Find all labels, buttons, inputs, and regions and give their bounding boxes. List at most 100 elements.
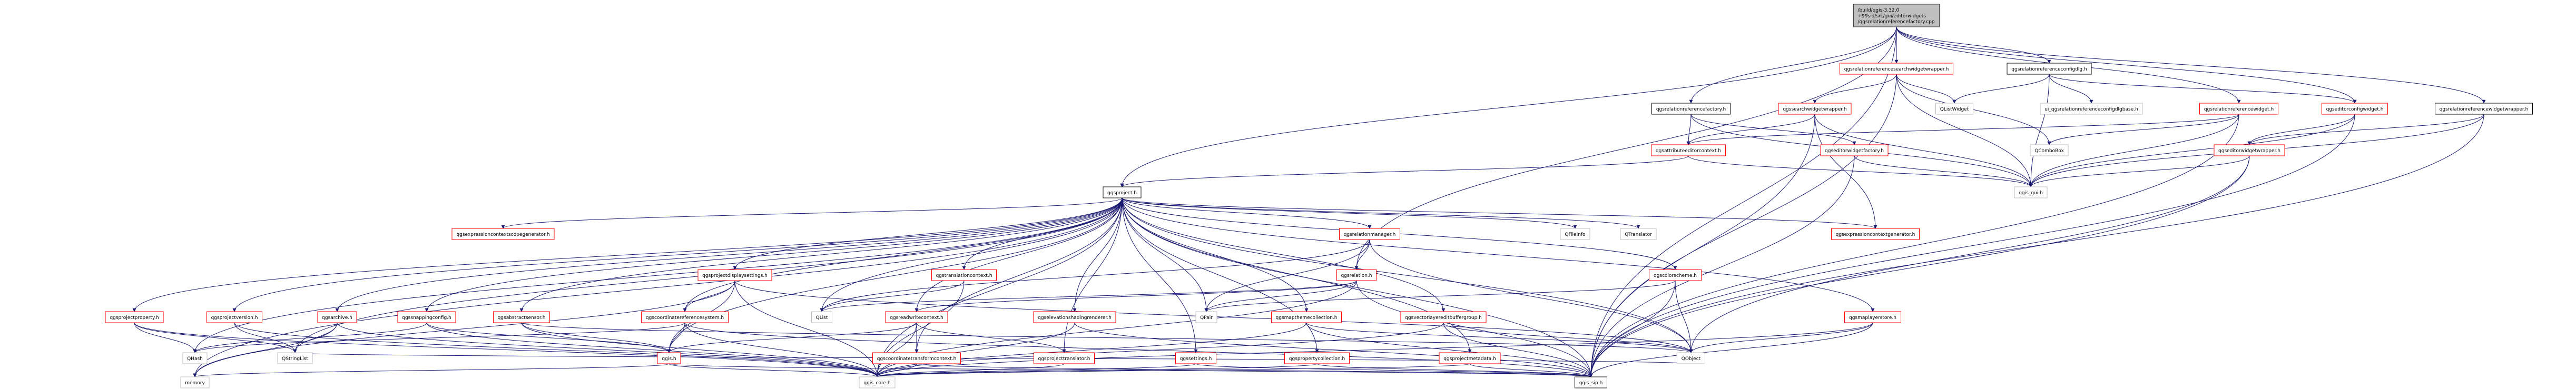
- node-project[interactable]: qgsproject.h: [1103, 186, 1142, 198]
- node-box: [657, 352, 681, 364]
- edge-projmeta-to-qgissip: [1469, 363, 1593, 377]
- node-settings[interactable]: qgssettings.h: [1175, 352, 1216, 364]
- node-memory[interactable]: memory: [180, 376, 210, 388]
- node-box: [872, 352, 961, 364]
- node-label: qgsattributeeditorcontext.h: [1656, 148, 1721, 154]
- node-projtrans[interactable]: qgsprojecttranslator.h: [1034, 352, 1095, 364]
- node-qpair[interactable]: QPair: [1195, 311, 1217, 323]
- node-ewwrap[interactable]: qgseditorwidgetwrapper.h: [2214, 144, 2285, 156]
- edge-qgis-to-qgiscore: [668, 363, 879, 377]
- edge-project-to-archive: [335, 197, 1123, 312]
- node-rrfactory[interactable]: qgsrelationreferencefactory.h: [1651, 103, 1731, 115]
- node-swwrap[interactable]: qgssearchwidgetwrapper.h: [1778, 103, 1852, 115]
- node-qtranslator[interactable]: QTranslator: [1620, 228, 1657, 240]
- node-qgiscore[interactable]: qgis_core.h: [859, 376, 896, 388]
- node-relation[interactable]: qgsrelation.h: [1336, 269, 1377, 281]
- node-projver[interactable]: qgsprojectversion.h: [207, 311, 262, 323]
- edge-relmgr-to-qobject: [1369, 239, 1693, 353]
- node-vlebg[interactable]: qgsvectorlayereditbuffergroup.h: [1400, 311, 1487, 323]
- edge-swwrap-to-aectx: [1686, 114, 1815, 145]
- node-colorscheme[interactable]: qgscolorscheme.h: [1649, 269, 1702, 281]
- edge-relmgr-to-qpair: [1204, 239, 1370, 312]
- node-label: qgsrelationreferencesearchwidgetwrapper.…: [1844, 67, 1949, 72]
- node-crs[interactable]: qgscoordinatereferencesystem.h: [641, 311, 729, 323]
- node-qstringlist[interactable]: QStringList: [277, 352, 313, 364]
- node-archive[interactable]: qgsarchive.h: [317, 311, 357, 323]
- edge-rrwidget-to-qgissip: [1589, 114, 2239, 377]
- node-label: qgseditorwidgetfactory.h: [1825, 148, 1884, 154]
- node-qobject[interactable]: QObject: [1677, 352, 1705, 364]
- node-label: qgis.h: [662, 356, 676, 362]
- node-qgissip[interactable]: qgis_sip.h: [1575, 376, 1607, 388]
- node-box: [1677, 352, 1705, 364]
- edge-crs-to-qhash: [193, 322, 685, 353]
- node-transctx[interactable]: qgstranslationcontext.h: [931, 269, 997, 281]
- edge-settings-to-qgiscore: [875, 363, 1196, 377]
- node-ecsg[interactable]: qgsexpressioncontextscopegenerator.h: [451, 228, 555, 240]
- node-box: [2199, 103, 2278, 115]
- edge-layer: [132, 26, 2486, 377]
- edge-projver-to-qstringlist: [234, 322, 297, 353]
- node-qhash[interactable]: QHash: [182, 352, 208, 364]
- edge-project-to-vlebg: [1122, 197, 1446, 312]
- node-label: QList: [816, 315, 828, 321]
- node-snapcfg[interactable]: qgssnappingconfig.h: [397, 311, 456, 323]
- edge-rrwidget-to-qgisgui: [2029, 114, 2239, 187]
- node-pds[interactable]: qgsprojectdisplaysettings.h: [697, 269, 772, 281]
- node-root[interactable]: /build/qgis-3.32.0+99sid/src/gui/editorw…: [1853, 4, 1940, 27]
- node-qlistwidget[interactable]: QListWidget: [1935, 103, 1973, 115]
- node-qgis[interactable]: qgis.h: [657, 352, 681, 364]
- node-mls[interactable]: qgsmaplayerstore.h: [1844, 311, 1901, 323]
- edge-settings-to-qgissip: [1195, 363, 1593, 377]
- edge-relation-to-qpair: [1204, 280, 1357, 312]
- node-qcombobox[interactable]: QComboBox: [2030, 144, 2069, 156]
- node-label: qgssnappingconfig.h: [402, 315, 451, 321]
- node-label: memory: [185, 381, 205, 386]
- node-box: [1439, 352, 1501, 364]
- node-box: [1778, 103, 1852, 115]
- node-box: [180, 376, 210, 388]
- node-ecg[interactable]: qgsexpressioncontextgenerator.h: [1831, 228, 1920, 240]
- node-rrcfgdlg[interactable]: qgsrelationreferenceconfigdlg.h: [2007, 63, 2092, 75]
- node-box: [1339, 228, 1400, 240]
- node-ecwidget[interactable]: qgseditorconfigwidget.h: [2322, 103, 2388, 115]
- node-qlist[interactable]: QList: [811, 311, 832, 323]
- edge-project-to-abssensor: [519, 197, 1123, 312]
- node-ewfactory[interactable]: qgseditorwidgetfactory.h: [1820, 144, 1889, 156]
- node-projmeta[interactable]: qgsprojectmetadata.h: [1439, 352, 1501, 364]
- node-box: [1620, 228, 1657, 240]
- node-propcoll[interactable]: qgspropertycollection.h: [1284, 352, 1350, 364]
- edge-pds-to-memory: [193, 280, 735, 377]
- node-elevshade[interactable]: qgselevationshadingrenderer.h: [1033, 311, 1116, 323]
- edge-rrfactory-to-aectx: [1686, 114, 1692, 145]
- edge-project-to-settings: [1122, 197, 1198, 353]
- node-rrwwrap[interactable]: qgsrelationreferencewidgetwrapper.h: [2435, 103, 2533, 115]
- node-box: [207, 311, 262, 323]
- node-uicfg[interactable]: ui_qgsrelationreferenceconfigdlgbase.h: [2040, 103, 2143, 115]
- node-box: [2322, 103, 2388, 115]
- edge-project-to-projtrans: [1062, 197, 1123, 353]
- node-rrwidget[interactable]: qgsrelationreferencewidget.h: [2199, 103, 2278, 115]
- edge-ecwidget-to-qgissip: [1589, 114, 2355, 377]
- node-qgisgui[interactable]: qgis_gui.h: [2014, 186, 2048, 198]
- node-ctctx[interactable]: qgscoordinatetransformcontext.h: [872, 352, 961, 364]
- node-abssensor[interactable]: qgsabstractsensor.h: [493, 311, 550, 323]
- node-label: qgsmaplayerstore.h: [1849, 315, 1896, 321]
- node-box: [493, 311, 550, 323]
- edge-ctctx-to-qgissip: [916, 363, 1592, 377]
- edge-project-to-pds: [733, 197, 1123, 270]
- edge-abssensor-to-qgis: [521, 322, 671, 353]
- node-mtc[interactable]: qgsmapthemecollection.h: [1271, 311, 1342, 323]
- node-aectx[interactable]: qgsattributeeditorcontext.h: [1651, 144, 1726, 156]
- node-rwctx[interactable]: qgsreadwritecontext.h: [885, 311, 948, 323]
- node-projprop[interactable]: qgsprojectproperty.h: [105, 311, 164, 323]
- edge-pds-to-qgiscore: [734, 280, 879, 377]
- node-qfileinfo[interactable]: QFileInfo: [1560, 228, 1590, 240]
- node-label: qgssettings.h: [1180, 356, 1212, 362]
- node-label: QComboBox: [2034, 148, 2064, 154]
- edge-archive-to-qstringlist: [293, 322, 338, 353]
- node-label: qgsexpressioncontextscopegenerator.h: [456, 232, 549, 237]
- node-rrswrap[interactable]: qgsrelationreferencesearchwidgetwrapper.…: [1840, 63, 1953, 75]
- node-relmgr[interactable]: qgsrelationmanager.h: [1339, 228, 1400, 240]
- node-label: qgis_sip.h: [1579, 381, 1603, 386]
